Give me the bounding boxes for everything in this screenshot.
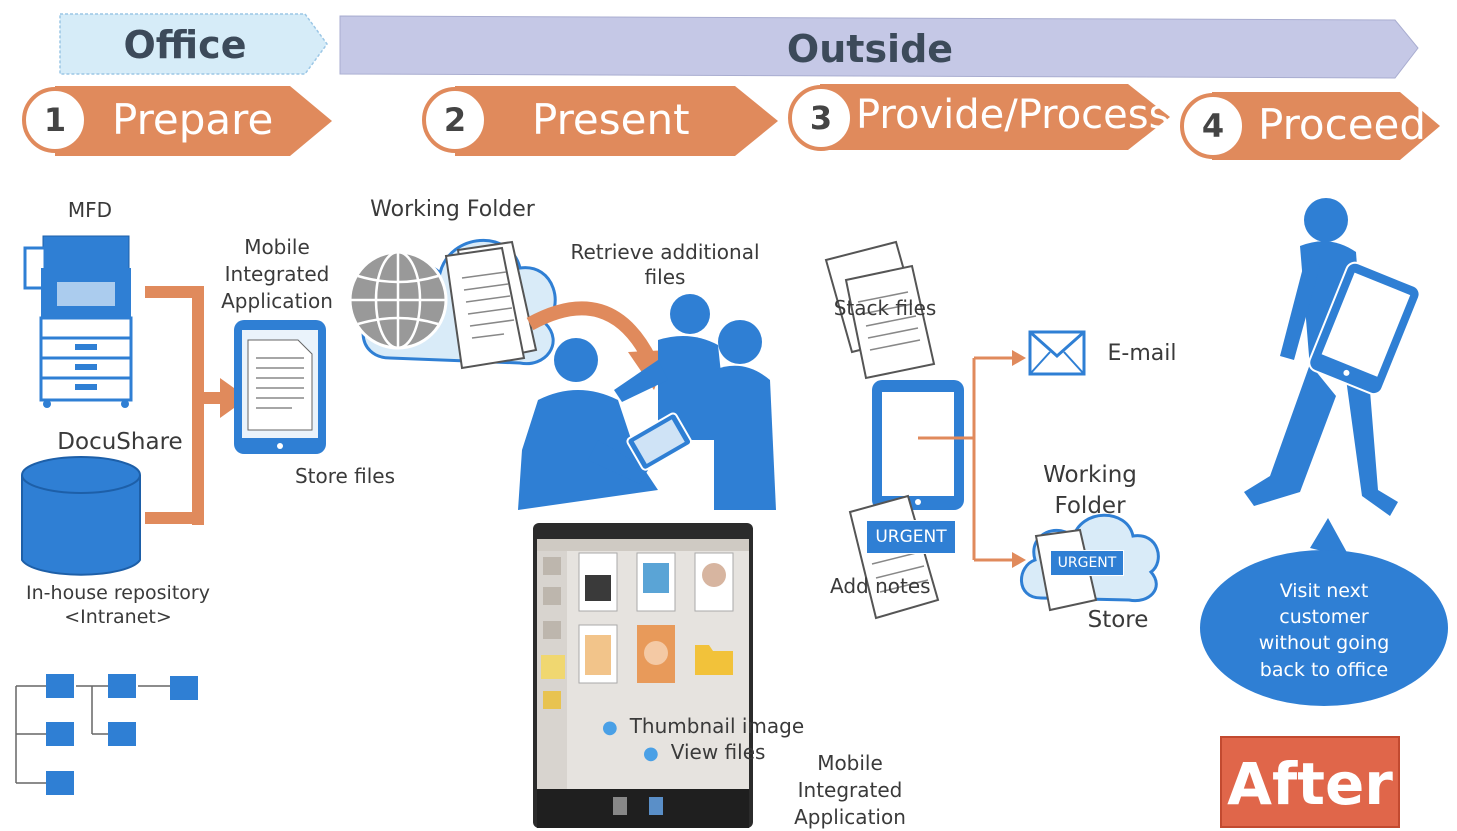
thumbnail-label: ● Thumbnail image — [602, 714, 804, 740]
walking-person-icon — [1244, 198, 1421, 516]
app-label-present: Mobile Integrated Application — [785, 750, 915, 831]
meeting-people-silhouette — [518, 294, 776, 510]
bubble-line-3: without going — [1258, 632, 1390, 655]
after-label: After — [1227, 750, 1393, 818]
view-files-label: ● View files — [643, 740, 765, 766]
email-label: E-mail — [1107, 341, 1177, 366]
stacked-documents-icon — [824, 240, 936, 380]
working-folder-label-2: Working Folder — [1030, 460, 1150, 522]
mfd-label: MFD — [67, 198, 113, 222]
urgent-tag-small: URGENT — [1050, 550, 1124, 576]
bullet-icon: ● — [602, 717, 618, 738]
folder-tree-icon — [15, 674, 198, 795]
bubble-line-2: customer — [1279, 606, 1369, 629]
app-label-line-1: Mobile — [817, 751, 883, 775]
store-label: Store — [1087, 607, 1149, 633]
view-files-text: View files — [670, 740, 766, 764]
mfd-printer-icon — [23, 235, 133, 408]
stack-files-label: Stack files — [833, 296, 937, 320]
bullet-icon: ● — [643, 743, 659, 764]
outside-label: Outside — [786, 27, 954, 71]
step-4-number: 4 — [1180, 93, 1246, 159]
repository-database-icon — [21, 456, 141, 576]
tablet-document-icon — [234, 320, 326, 454]
tablet-icon — [872, 380, 964, 510]
repository-line-2: <Intranet> — [64, 605, 172, 628]
bubble-line-4: back to office — [1259, 658, 1389, 681]
step-3-number: 3 — [788, 85, 854, 151]
step-2-label: Present — [532, 95, 690, 144]
working-folder-label: Working Folder — [370, 197, 535, 222]
office-label: Office — [123, 23, 247, 67]
working-folder-line-2: Folder — [1054, 493, 1126, 520]
document-icon — [444, 240, 538, 370]
retrieve-files-label: Retrieve additional files — [560, 240, 770, 290]
after-badge — [1220, 736, 1400, 828]
email-envelope-icon — [1028, 330, 1086, 376]
step-4-label: Proceed — [1258, 100, 1427, 149]
step-1-number: 1 — [22, 87, 88, 153]
prepare-flow-arrows — [145, 286, 248, 525]
repository-line-1: In-house repository — [26, 582, 210, 604]
app-label-line-1: Mobile — [244, 235, 310, 259]
app-label-line-3: Application — [221, 289, 333, 313]
provide-flow-arrows — [918, 350, 1026, 568]
retrieve-line-1: Retrieve additional — [570, 240, 760, 264]
ipad-screenshot — [533, 523, 753, 828]
step-1-label: Prepare — [112, 95, 274, 144]
app-label-prepare: Mobile Integrated Application — [212, 234, 342, 315]
store-files-label: Store files — [294, 464, 396, 488]
add-notes-label: Add notes — [830, 574, 931, 598]
app-label-line-2: Integrated — [797, 778, 903, 802]
working-folder-line-1: Working — [1043, 462, 1137, 488]
step-3-label: Provide/Process — [856, 92, 1170, 138]
bubble-line-1: Visit next — [1279, 580, 1369, 602]
urgent-tag: URGENT — [866, 520, 956, 554]
retrieve-line-2: files — [644, 265, 686, 289]
app-label-line-3: Application — [794, 805, 906, 829]
speech-bubble-text: Visit next customer without going back t… — [1234, 578, 1414, 683]
repository-label: In-house repository <Intranet> — [18, 582, 218, 630]
speech-bubble-shape — [1200, 518, 1448, 706]
globe-icon — [348, 250, 448, 350]
app-label-line-2: Integrated — [224, 262, 330, 286]
step-2-number: 2 — [422, 87, 488, 153]
thumbnail-text: Thumbnail image — [629, 714, 805, 738]
docushare-label: DocuShare — [57, 429, 183, 455]
